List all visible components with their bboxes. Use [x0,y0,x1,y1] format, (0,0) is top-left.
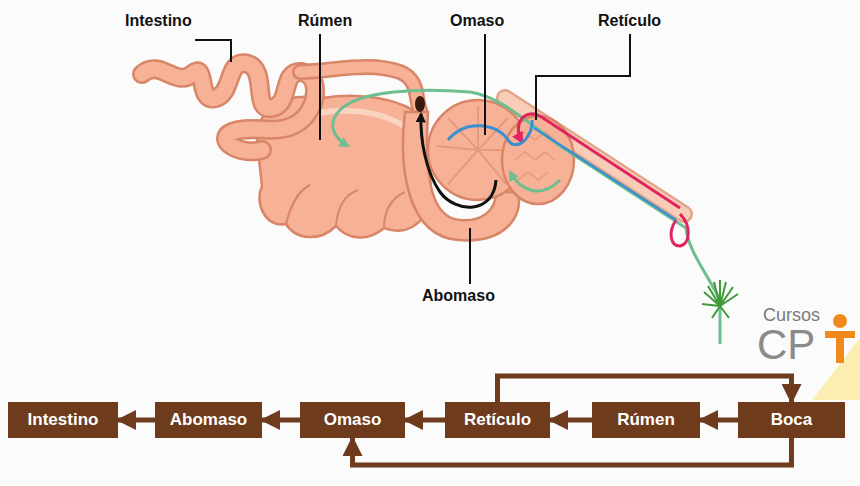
grass [702,280,738,318]
food-flow [333,90,720,344]
logo-text: CP [757,322,815,368]
flow-arrow [353,438,792,465]
cud-return [534,128,676,220]
flow-arrow [498,376,792,402]
food-flow [510,172,560,191]
logo-stem [836,331,844,363]
flow-arrow [550,418,592,423]
flow-arrow [405,418,445,423]
flow-arrow [262,418,300,423]
part-label: Omaso [450,12,504,30]
intestine [142,63,315,151]
box-text: Omaso [324,410,382,430]
cud-flow [518,114,680,208]
part-label: Abomaso [422,287,495,305]
leader-line [195,34,630,284]
box-text: Intestino [28,410,99,430]
intestine-outline [142,63,315,151]
flow-arrow [118,418,155,423]
pylorus [415,96,425,112]
stage-box: Rúmen [592,402,700,438]
stage-box: Retículo [445,402,550,438]
box-text: Boca [771,410,813,430]
stage-box: Boca [738,402,845,438]
box-text: Rúmen [617,410,675,430]
stage-box: Omaso [300,402,405,438]
omasum-flow [448,120,532,145]
part-label: Intestino [125,12,192,30]
part-label: Rúmen [298,12,352,30]
duodenum [300,67,420,110]
duodenum-outline [300,67,420,110]
part-label: Retículo [598,12,661,30]
box-text: Retículo [464,410,531,430]
logo-head [833,314,847,328]
stage-box: Intestino [8,402,118,438]
flow-arrow [700,418,738,423]
rumen-folds [286,185,405,228]
box-text: Abomaso [170,410,247,430]
stage-box: Abomaso [155,402,262,438]
